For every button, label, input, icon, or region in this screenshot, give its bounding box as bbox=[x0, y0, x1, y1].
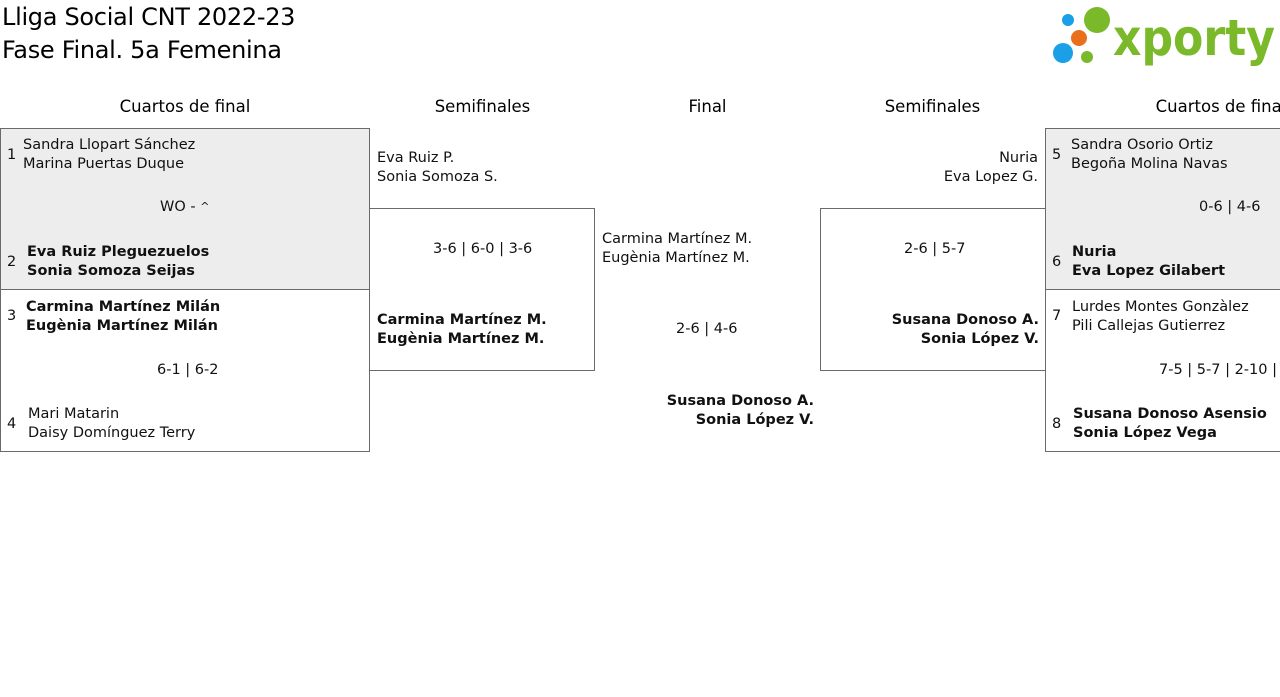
seed-number: 6 bbox=[1052, 254, 1062, 270]
player-name: Lurdes Montes Gonzàlez bbox=[1072, 299, 1249, 315]
seed-number: 5 bbox=[1052, 147, 1062, 163]
player-name: Carmina Martínez M. bbox=[602, 231, 753, 247]
player-name-winner: Eugènia Martínez Milán bbox=[26, 318, 218, 334]
caret-up-icon: ^ bbox=[200, 200, 210, 213]
match-score: 2-6 | 4-6 bbox=[676, 321, 738, 337]
player-name: Sandra Llopart Sánchez bbox=[23, 137, 196, 153]
player-name: Eva Ruiz P. bbox=[377, 150, 455, 166]
match-box-left-quarter-1: 1 Sandra Llopart Sánchez Marina Puertas … bbox=[0, 128, 370, 290]
player-name-winner: Sonia Somoza Seijas bbox=[27, 263, 195, 279]
player-name: Daisy Domínguez Terry bbox=[28, 425, 196, 441]
score-text: WO - bbox=[160, 199, 201, 215]
player-name-winner: Sonia López V. bbox=[695, 412, 814, 428]
match-box-right-quarter-2: 7 Lurdes Montes Gonzàlez Pili Callejas G… bbox=[1045, 289, 1280, 452]
match-score: WO - ^ bbox=[160, 199, 209, 215]
seed-number: 8 bbox=[1052, 416, 1062, 432]
match-box-right-quarter-1: 5 Sandra Osorio Ortiz Begoña Molina Nava… bbox=[1045, 128, 1280, 290]
round-header-final: Final bbox=[688, 97, 727, 116]
player-name-winner: Susana Donoso A. bbox=[891, 312, 1039, 328]
logo-dot-orange bbox=[1071, 30, 1087, 46]
seed-number: 3 bbox=[7, 308, 17, 324]
match-box-left-quarter-2: 3 Carmina Martínez Milán Eugènia Martíne… bbox=[0, 289, 370, 452]
player-name-winner: Eva Lopez Gilabert bbox=[1072, 263, 1226, 279]
player-name: Mari Matarin bbox=[28, 406, 120, 422]
player-name: Pili Callejas Gutierrez bbox=[1072, 318, 1226, 334]
round-header-right-semis: Semifinales bbox=[884, 97, 981, 116]
player-name: Nuria bbox=[999, 150, 1038, 166]
match-score: 7-5 | 5-7 | 2-10 | 2 bbox=[1159, 362, 1280, 378]
player-name: Eugènia Martínez M. bbox=[602, 250, 750, 266]
logo-wordmark: xporty bbox=[1113, 9, 1275, 66]
match-score: 2-6 | 5-7 bbox=[904, 241, 966, 257]
player-name-winner: Nuria bbox=[1072, 244, 1117, 260]
round-header-right-quarters: Cuartos de final bbox=[1155, 97, 1280, 116]
match-box-left-semi: 3-6 | 6-0 | 3-6 Carmina Martínez M. Eugè… bbox=[369, 208, 595, 371]
player-name-winner: Susana Donoso A. bbox=[666, 393, 814, 409]
player-name-winner: Carmina Martínez M. bbox=[377, 312, 547, 328]
logo-dot-green bbox=[1084, 7, 1110, 33]
seed-number: 7 bbox=[1052, 308, 1062, 324]
player-name: Sandra Osorio Ortiz bbox=[1071, 137, 1213, 153]
player-name-winner: Susana Donoso Asensio bbox=[1073, 406, 1267, 422]
player-name-winner: Sonia López Vega bbox=[1073, 425, 1217, 441]
page-subtitle: Fase Final. 5a Femenina bbox=[2, 36, 282, 64]
logo-dot-blue-large bbox=[1053, 43, 1073, 63]
round-header-left-semis: Semifinales bbox=[434, 97, 531, 116]
match-box-right-semi: 2-6 | 5-7 Susana Donoso A. Sonia López V… bbox=[820, 208, 1046, 371]
match-score: 3-6 | 6-0 | 3-6 bbox=[433, 241, 533, 257]
player-name: Begoña Molina Navas bbox=[1071, 156, 1228, 172]
player-name: Eva Lopez G. bbox=[943, 169, 1038, 185]
logo-dot-blue-small bbox=[1062, 14, 1074, 26]
player-name-winner: Eva Ruiz Pleguezuelos bbox=[27, 244, 210, 260]
seed-number: 4 bbox=[7, 416, 17, 432]
match-score: 0-6 | 4-6 bbox=[1199, 199, 1261, 215]
player-name: Sonia Somoza S. bbox=[377, 169, 498, 185]
player-name-winner: Sonia López V. bbox=[920, 331, 1039, 347]
page-title: Lliga Social CNT 2022-23 bbox=[2, 3, 296, 31]
seed-number: 1 bbox=[7, 147, 17, 163]
player-name: Marina Puertas Duque bbox=[23, 156, 185, 172]
player-name-winner: Carmina Martínez Milán bbox=[26, 299, 221, 315]
match-score: 6-1 | 6-2 bbox=[157, 362, 219, 378]
logo-dot-green-small bbox=[1081, 51, 1093, 63]
player-name-winner: Eugènia Martínez M. bbox=[377, 331, 545, 347]
xporty-logo: xporty bbox=[1053, 7, 1275, 66]
seed-number: 2 bbox=[7, 254, 17, 270]
round-header-left-quarters: Cuartos de final bbox=[119, 97, 251, 116]
